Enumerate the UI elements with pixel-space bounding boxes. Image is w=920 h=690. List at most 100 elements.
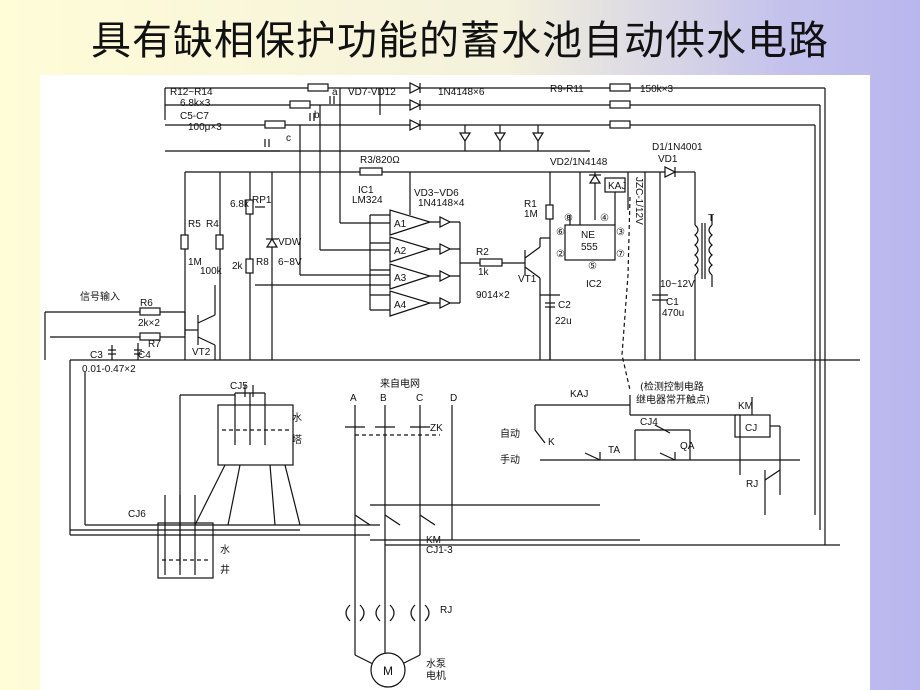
label-r9-r11: R9-R11: [550, 84, 584, 95]
label-motor: M: [383, 664, 393, 678]
opamp-section: [180, 167, 560, 360]
label-r1-val: 1M: [524, 209, 538, 220]
label-c3-val: 0.01-0.47×2: [82, 364, 136, 375]
label-well-1: 水: [220, 544, 230, 556]
label-pin7: ⑦: [616, 249, 625, 260]
label-rp1-val: 6.8k: [230, 199, 250, 210]
label-vd3-vd6: VD3~VD6: [414, 188, 459, 199]
label-rj2: RJ: [440, 605, 452, 616]
label-d1: D1/1N4001: [652, 142, 703, 153]
label-vdw: VDW: [278, 237, 302, 248]
mains-motor: [345, 405, 840, 688]
phase-sense-rails: [164, 82, 826, 545]
label-zk: ZK: [430, 423, 443, 434]
label-r8: R8: [256, 257, 269, 268]
water-system: [69, 360, 380, 579]
control-circuit: [534, 395, 800, 515]
label-c2-val: 22u: [555, 316, 572, 327]
label-cj6: CJ6: [128, 509, 146, 520]
label-k: K: [548, 437, 555, 448]
schematic-panel: R12~R14 6.8k×3 C5-C7 100μ×3 a b c VD7-VD…: [40, 75, 870, 690]
label-pin-a: a: [332, 87, 338, 98]
label-vd1: VD1: [658, 154, 678, 165]
label-r3: R3/820Ω: [360, 155, 400, 166]
label-km-top: KM: [738, 401, 753, 412]
label-vd2: VD2/1N4148: [550, 157, 608, 168]
label-c3: C3: [90, 350, 103, 361]
label-phase-a: A: [350, 393, 357, 404]
label-cj-coil: CJ: [745, 423, 757, 434]
label-ic2: IC2: [586, 279, 602, 290]
label-manual: 手动: [500, 453, 520, 466]
label-a3: A3: [394, 273, 407, 284]
label-rp1: RP1: [252, 195, 272, 206]
label-r9-val: 150k×3: [640, 84, 674, 95]
label-note-2: 继电器常开触点): [636, 393, 710, 406]
label-vt2: VT2: [192, 347, 211, 358]
label-c5-c7: C5-C7: [180, 111, 209, 122]
label-pin-b: b: [314, 110, 320, 121]
label-pin-c: c: [286, 133, 291, 144]
label-r4: R4: [206, 219, 219, 230]
label-vt1: VT1: [518, 274, 537, 285]
label-a1: A1: [394, 219, 407, 230]
label-note-1: (检测控制电路: [640, 380, 704, 393]
label-r2-val: 1k: [478, 267, 490, 278]
label-kaj-coil: KAJ: [608, 181, 626, 192]
label-pump-2: 电机: [426, 669, 446, 682]
label-r4-val: 100k: [200, 266, 223, 277]
label-vd7-vd12: VD7-VD12: [348, 87, 396, 98]
label-c1-val: 470u: [662, 308, 684, 319]
label-r8-val: 2k: [232, 261, 244, 272]
label-c2: C2: [558, 300, 571, 311]
label-a4: A4: [394, 300, 407, 311]
label-water-tower-1: 水: [292, 412, 302, 424]
label-r12-r14-val: 6.8k×3: [180, 98, 211, 109]
label-vt1-val: 9014×2: [476, 290, 510, 301]
label-c5-c7-val: 100μ×3: [188, 122, 222, 133]
label-mains: 来自电网: [380, 377, 420, 390]
label-r1: R1: [524, 199, 537, 210]
label-vd3-val: 1N4148×4: [418, 198, 465, 209]
label-r12-r14: R12~R14: [170, 87, 213, 98]
label-ne555b: 555: [581, 242, 598, 253]
label-r6: R6: [140, 298, 153, 309]
label-ic1: IC1: [358, 185, 374, 196]
label-cj5: CJ5: [230, 381, 248, 392]
label-r7: R7: [148, 339, 161, 350]
label-r5-val: 1M: [188, 257, 202, 268]
label-lm324: LM324: [352, 195, 383, 206]
label-pump-1: 水泵: [426, 658, 446, 670]
label-qa: QA: [680, 441, 695, 452]
label-phase-b: B: [380, 393, 387, 404]
label-ne555: NE: [581, 230, 595, 241]
label-km: KM: [426, 535, 441, 546]
label-kaj: KAJ: [570, 389, 588, 400]
label-phase-d: D: [450, 393, 457, 404]
timer-relay-section: [550, 166, 713, 391]
label-c1: C1: [666, 297, 679, 308]
label-well-2: 井: [220, 563, 230, 576]
label-pin8: ⑧: [564, 213, 573, 224]
slide-title: 具有缺相保护功能的蓄水池自动供水电路: [91, 18, 829, 64]
label-signal-in: 信号输入: [80, 290, 120, 303]
signal-input-section: [44, 285, 860, 361]
label-r2: R2: [476, 247, 489, 258]
label-in4148x6: 1N4148×6: [438, 87, 485, 98]
label-r5: R5: [188, 219, 201, 230]
label-pin2: ②: [556, 249, 565, 260]
label-auto: 自动: [500, 427, 520, 440]
label-cj4: CJ4: [640, 417, 658, 428]
label-pin4: ④: [600, 213, 609, 224]
label-cj1-3: CJ1-3: [426, 545, 453, 556]
label-rj: RJ: [746, 479, 758, 490]
label-r6-val: 2k×2: [138, 318, 160, 329]
label-relay-v: JZC-1/12V: [633, 177, 644, 225]
label-pin5: ⑤: [588, 261, 597, 272]
label-c4: C4: [138, 350, 151, 361]
label-pin6: ⑥: [556, 227, 565, 238]
circuit-diagram: R12~R14 6.8k×3 C5-C7 100μ×3 a b c VD7-VD…: [44, 82, 860, 688]
label-phase-c: C: [416, 393, 423, 404]
label-pin3: ③: [616, 227, 625, 238]
label-vdw-val: 6~8V: [278, 257, 302, 268]
